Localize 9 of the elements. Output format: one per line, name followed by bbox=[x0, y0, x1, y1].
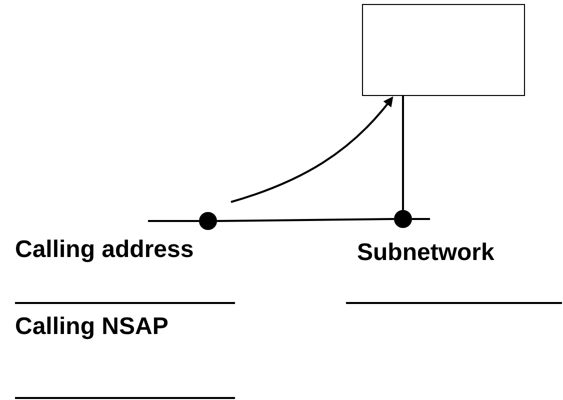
field-label: Calling NSAP bbox=[15, 313, 168, 341]
junction-dot bbox=[394, 210, 412, 228]
connector-line bbox=[216, 218, 394, 222]
connector-line bbox=[402, 96, 404, 210]
field-label: Subnetwork bbox=[357, 239, 494, 267]
field-label: Calling address bbox=[15, 236, 194, 264]
curved-arrow bbox=[230, 96, 394, 203]
junction-dot bbox=[199, 212, 217, 230]
subnetwork-box bbox=[362, 4, 525, 96]
